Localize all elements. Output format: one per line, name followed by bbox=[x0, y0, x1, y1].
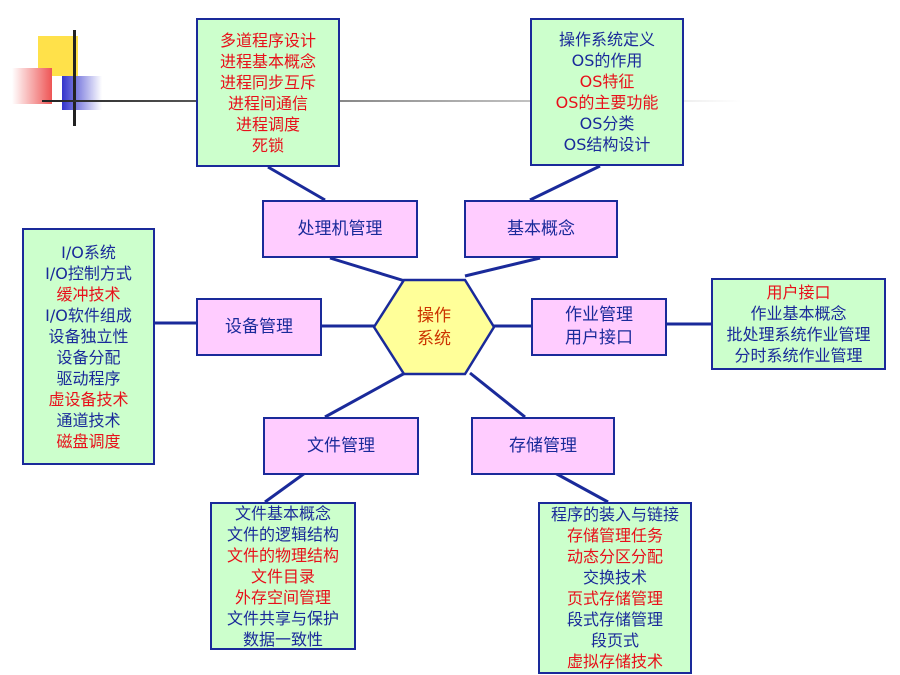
category-job: 作业管理 用户接口 bbox=[531, 298, 667, 356]
line-basic-detail bbox=[529, 164, 601, 202]
detail-processor-item: 进程基本概念 bbox=[219, 51, 316, 71]
detail-device-item: 设备独立性 bbox=[48, 326, 129, 346]
detail-device-item: 设备分配 bbox=[56, 347, 121, 367]
detail-basic-item: OS的主要功能 bbox=[555, 93, 659, 112]
line-center-processor bbox=[329, 256, 406, 283]
line-processor-detail bbox=[267, 165, 326, 202]
category-job-label-1: 作业管理 bbox=[565, 305, 633, 325]
line-file-detail bbox=[264, 471, 306, 504]
center-hexagon bbox=[372, 278, 496, 376]
detail-basic-item: OS分类 bbox=[579, 114, 635, 133]
center-line-2: 系统 bbox=[417, 329, 451, 349]
detail-storage-item: 存储管理任务 bbox=[566, 526, 663, 545]
detail-processor-item: 多道程序设计 bbox=[219, 30, 316, 50]
detail-storage-item: 段式存储管理 bbox=[566, 610, 663, 629]
center-label: 操作 系统 bbox=[375, 281, 493, 375]
detail-job: 用户接口作业基本概念批处理系统作业管理分时系统作业管理 bbox=[711, 278, 886, 370]
logo-vertical-bar bbox=[73, 30, 76, 126]
detail-basic-item: OS的作用 bbox=[571, 51, 643, 70]
line-center-file bbox=[324, 371, 406, 419]
detail-device-item: 磁盘调度 bbox=[56, 431, 121, 451]
header-rule bbox=[42, 100, 742, 102]
detail-device-item: I/O软件组成 bbox=[45, 305, 132, 325]
line-center-storage bbox=[469, 371, 526, 419]
category-processor: 处理机管理 bbox=[262, 200, 418, 258]
detail-file-item: 外存空间管理 bbox=[234, 587, 331, 607]
detail-file-item: 文件共享与保护 bbox=[226, 608, 339, 628]
detail-storage-item: 动态分区分配 bbox=[566, 547, 663, 566]
category-device: 设备管理 bbox=[196, 298, 322, 356]
detail-storage: 程序的装入与链接存储管理任务动态分区分配交换技术页式存储管理段式存储管理段页式虚… bbox=[538, 502, 692, 674]
detail-device-item: 虚设备技术 bbox=[48, 389, 129, 409]
detail-storage-item: 段页式 bbox=[590, 631, 639, 650]
detail-processor-item: 死锁 bbox=[251, 135, 284, 155]
category-storage: 存储管理 bbox=[471, 417, 615, 475]
detail-job-item: 用户接口 bbox=[766, 283, 831, 302]
category-processor-label: 处理机管理 bbox=[297, 218, 383, 239]
category-basic: 基本概念 bbox=[464, 200, 618, 258]
detail-job-item: 批处理系统作业管理 bbox=[726, 325, 871, 344]
detail-file-item: 文件目录 bbox=[250, 566, 315, 586]
detail-basic-item: 操作系统定义 bbox=[558, 30, 655, 49]
logo-square-blue bbox=[62, 76, 102, 110]
detail-basic-item: OS特征 bbox=[579, 72, 635, 91]
logo-square-red bbox=[12, 68, 52, 104]
detail-job-item: 分时系统作业管理 bbox=[734, 346, 863, 365]
detail-processor: 多道程序设计进程基本概念进程同步互斥进程间通信进程调度死锁 bbox=[196, 18, 340, 167]
category-device-label: 设备管理 bbox=[225, 316, 293, 337]
line-center-basic bbox=[464, 256, 541, 278]
category-storage-label: 存储管理 bbox=[509, 435, 577, 456]
category-basic-label: 基本概念 bbox=[507, 218, 575, 239]
category-job-label-2: 用户接口 bbox=[565, 328, 633, 348]
category-file-label: 文件管理 bbox=[307, 435, 375, 456]
category-file: 文件管理 bbox=[263, 417, 419, 475]
detail-basic: 操作系统定义 OS的作用 OS特征 OS的主要功能 OS分类 OS结构设计 bbox=[530, 18, 684, 166]
detail-storage-item: 交换技术 bbox=[582, 568, 647, 587]
detail-storage-item: 程序的装入与链接 bbox=[550, 505, 679, 524]
detail-processor-item: 进程同步互斥 bbox=[219, 72, 316, 92]
detail-file-item: 数据一致性 bbox=[242, 629, 323, 649]
center-line-1: 操作 bbox=[417, 306, 451, 326]
detail-device-item: I/O控制方式 bbox=[45, 263, 132, 283]
detail-job-item: 作业基本概念 bbox=[750, 304, 847, 323]
connector-group bbox=[155, 164, 711, 504]
detail-device-item: 通道技术 bbox=[56, 410, 121, 430]
detail-file: 文件基本概念文件的逻辑结构文件的物理结构文件目录外存空间管理文件共享与保护数据一… bbox=[210, 502, 356, 650]
detail-device-item: 缓冲技术 bbox=[56, 284, 121, 304]
detail-device-item: I/O系统 bbox=[61, 242, 116, 262]
detail-file-item: 文件的逻辑结构 bbox=[226, 524, 339, 544]
detail-file-item: 文件的物理结构 bbox=[226, 545, 339, 565]
detail-processor-item: 进程间通信 bbox=[227, 93, 308, 113]
line-storage-detail bbox=[554, 471, 609, 504]
detail-storage-item: 页式存储管理 bbox=[566, 589, 663, 608]
detail-basic-item: OS结构设计 bbox=[563, 135, 651, 154]
detail-file-item: 文件基本概念 bbox=[234, 503, 331, 523]
detail-processor-item: 进程调度 bbox=[235, 114, 300, 134]
detail-storage-item: 虚拟存储技术 bbox=[566, 652, 663, 671]
detail-device-item: 驱动程序 bbox=[56, 368, 121, 388]
